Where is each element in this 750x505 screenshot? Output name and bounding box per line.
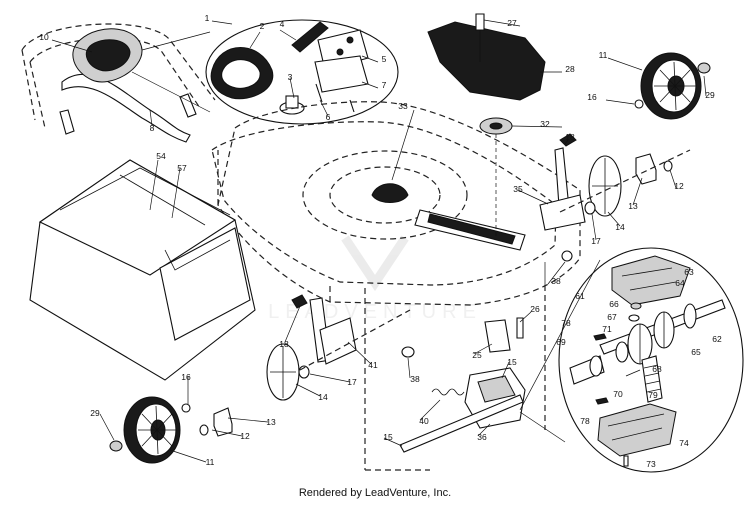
callout-c73: 73 bbox=[646, 459, 656, 469]
wheel-left-bottom bbox=[109, 396, 233, 464]
callout-c40: 40 bbox=[419, 416, 429, 426]
callout-c71: 71 bbox=[602, 324, 612, 334]
callout-c14a: 14 bbox=[615, 222, 625, 232]
callout-c18a: 18 bbox=[565, 132, 575, 142]
callout-c18b: 18 bbox=[279, 339, 289, 349]
transmission bbox=[364, 250, 573, 471]
callout-c62: 62 bbox=[712, 334, 722, 344]
callout-c17b: 17 bbox=[347, 377, 357, 387]
watermark-logo: LEADVENTURE bbox=[268, 235, 476, 323]
credit-line: Rendered by LeadVenture, Inc. bbox=[298, 487, 452, 499]
callout-c26: 26 bbox=[530, 304, 540, 314]
callout-c38a: 38 bbox=[551, 276, 561, 286]
callout-c70: 70 bbox=[613, 389, 623, 399]
callout-c11a: 11 bbox=[599, 50, 608, 60]
callout-c38b: 38 bbox=[410, 374, 420, 384]
callout-c2: 2 bbox=[260, 21, 265, 31]
zoom-detail-top bbox=[131, 19, 399, 125]
callout-c16b: 16 bbox=[181, 372, 191, 382]
callout-c4: 4 bbox=[280, 19, 285, 29]
callout-labels: 1234567810111112121313141415151616171718… bbox=[39, 13, 722, 469]
callout-c15b: 15 bbox=[383, 432, 393, 442]
callout-c33: 33 bbox=[398, 101, 408, 111]
height-adjuster-left bbox=[266, 294, 411, 401]
callout-c17a: 17 bbox=[591, 236, 601, 246]
height-adjuster-right bbox=[539, 133, 691, 231]
grass-bag bbox=[29, 159, 256, 381]
callout-c66: 66 bbox=[609, 299, 619, 309]
callout-c61: 61 bbox=[575, 291, 585, 301]
callout-c32: 32 bbox=[540, 119, 550, 129]
callout-c12b: 12 bbox=[240, 431, 250, 441]
leader-lines bbox=[51, 19, 707, 463]
callout-c1: 1 bbox=[205, 13, 210, 23]
callout-c41: 41 bbox=[368, 360, 378, 370]
callout-c11b: 11 bbox=[206, 457, 215, 467]
callout-c57: 57 bbox=[177, 163, 187, 173]
callout-c14b: 14 bbox=[318, 392, 328, 402]
mower-deck bbox=[211, 101, 581, 306]
callout-c54: 54 bbox=[156, 151, 166, 161]
wheel-right-top bbox=[634, 52, 711, 120]
pulley bbox=[479, 117, 513, 240]
callout-c35: 35 bbox=[513, 184, 523, 194]
handle-assembly bbox=[21, 23, 216, 143]
callout-c74: 74 bbox=[679, 438, 689, 448]
callout-c13a: 13 bbox=[628, 201, 638, 211]
zoom-detail-transmission bbox=[519, 247, 744, 473]
callout-c79: 79 bbox=[648, 390, 658, 400]
callout-c78a: 78 bbox=[561, 318, 571, 328]
callout-c3: 3 bbox=[288, 72, 293, 82]
callout-c65: 65 bbox=[691, 347, 701, 357]
callout-c25: 25 bbox=[472, 350, 482, 360]
callout-c29b: 29 bbox=[90, 408, 100, 418]
callout-c5: 5 bbox=[382, 54, 387, 64]
callout-c27: 27 bbox=[507, 18, 517, 28]
callout-c36: 36 bbox=[477, 432, 487, 442]
callout-c8: 8 bbox=[150, 123, 155, 133]
callout-c6: 6 bbox=[326, 112, 331, 122]
callout-c69: 69 bbox=[556, 337, 566, 347]
callout-c15a: 15 bbox=[507, 357, 517, 367]
callout-c64: 64 bbox=[675, 278, 685, 288]
callout-c67: 67 bbox=[607, 312, 617, 322]
callout-c10: 10 bbox=[39, 32, 49, 42]
callout-c68: 68 bbox=[652, 364, 662, 374]
callout-c13b: 13 bbox=[266, 417, 276, 427]
belt-cover bbox=[427, 13, 546, 101]
callout-c16a: 16 bbox=[587, 92, 597, 102]
callout-c63: 63 bbox=[684, 267, 694, 277]
callout-c12a: 12 bbox=[674, 181, 684, 191]
callout-c29a: 29 bbox=[705, 90, 715, 100]
callout-c28: 28 bbox=[565, 64, 575, 74]
callout-c78b: 78 bbox=[580, 416, 590, 426]
callout-c7: 7 bbox=[382, 80, 387, 90]
